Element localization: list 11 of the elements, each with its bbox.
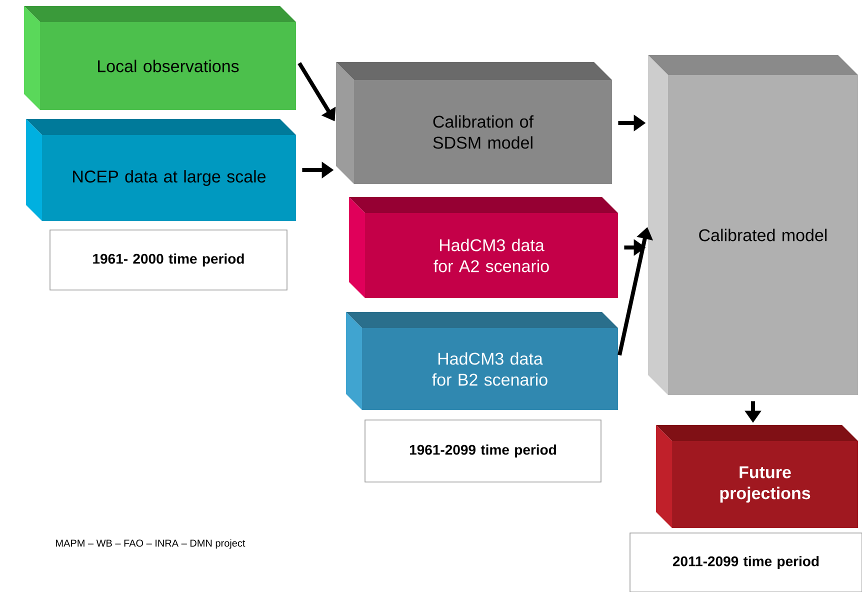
process-block: Calibration of SDSM model (336, 62, 612, 184)
process-block: Future projections (656, 425, 858, 528)
process-block: Local observations (24, 6, 296, 110)
process-block: HadCM3 data for A2 scenario (349, 197, 618, 298)
process-block: HadCM3 data for B2 scenario (346, 312, 618, 410)
period-box: 2011-2099 time period (630, 532, 862, 592)
process-block: NCEP data at large scale (26, 119, 296, 221)
period-box: 1961- 2000 time period (50, 230, 288, 290)
period-box: 1961-2099 time period (364, 420, 602, 482)
footnote-text: MAPM – WB – FAO – INRA – DMN project (56, 539, 246, 549)
process-block: Calibrated model (648, 55, 858, 395)
